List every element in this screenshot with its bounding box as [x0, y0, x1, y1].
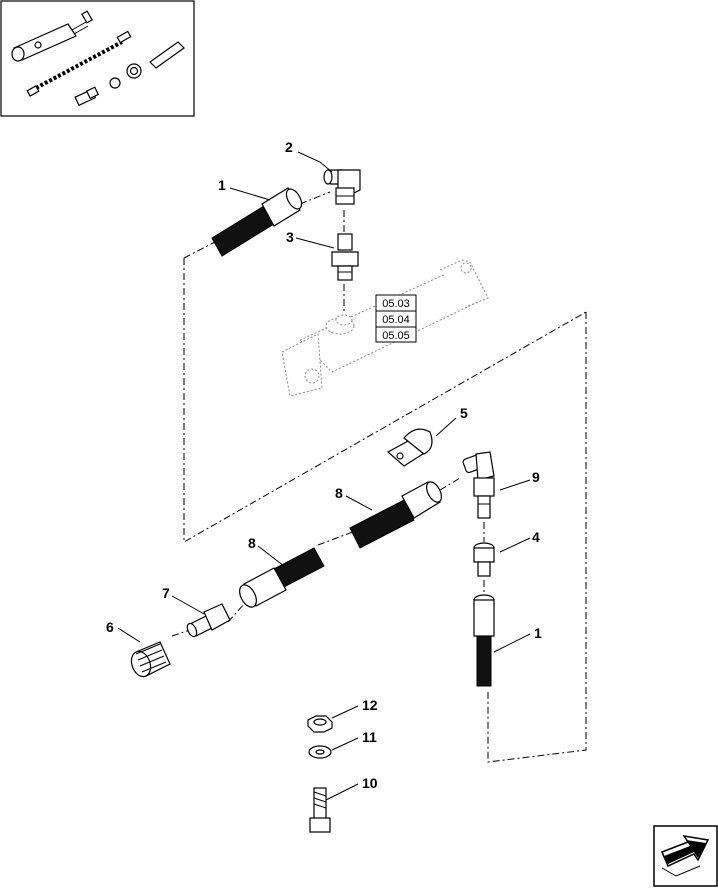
callout-10[interactable]: 10 — [362, 775, 378, 791]
part-3-adapter — [331, 233, 359, 281]
callout-1[interactable]: 1 — [534, 625, 542, 641]
callout-8[interactable]: 8 — [335, 485, 343, 501]
thumb-hose — [26, 30, 132, 97]
part-12-nut — [307, 715, 333, 733]
callout-12[interactable]: 12 — [362, 697, 378, 713]
part-8-hose-lower — [239, 547, 325, 608]
part-1-upper-hose — [211, 187, 303, 257]
leader-lines — [117, 151, 531, 801]
callout-11[interactable]: 11 — [362, 729, 377, 745]
callout-6[interactable]: 6 — [106, 619, 114, 635]
next-page-arrow-icon[interactable] — [653, 825, 718, 887]
part-4-adapter — [473, 542, 495, 577]
part-7-nipple — [186, 603, 231, 638]
callout-3[interactable]: 3 — [286, 229, 294, 245]
callout-9[interactable]: 9 — [532, 469, 540, 485]
callout-4[interactable]: 4 — [532, 529, 540, 545]
part-9-elbow — [462, 451, 495, 519]
part-8-hose-upper — [349, 481, 442, 549]
thumb-cylinder — [11, 10, 93, 62]
part-5-clamp — [386, 428, 433, 467]
callout-1[interactable]: 1 — [218, 177, 226, 193]
reference-label[interactable]: 05.03 — [382, 298, 410, 310]
callout-7[interactable]: 7 — [162, 585, 170, 601]
part-6-coupler — [130, 641, 171, 678]
part-11-washer — [308, 745, 332, 759]
callout-8[interactable]: 8 — [248, 535, 256, 551]
thumb-fittings — [74, 63, 142, 107]
reference-label[interactable]: 05.04 — [382, 314, 410, 326]
callout-2[interactable]: 2 — [285, 139, 293, 155]
overview-thumbnail — [0, 0, 195, 117]
part-10-bolt — [309, 787, 331, 833]
part-2-elbow — [323, 169, 361, 205]
reference-boxes: 05.03 05.04 05.05 — [375, 294, 417, 343]
callouts: 1 2 3 5 8 9 4 8 7 6 1 12 11 10 — [106, 139, 542, 791]
callout-5[interactable]: 5 — [460, 405, 468, 421]
part-1-lower-hose — [473, 594, 495, 687]
reference-label[interactable]: 05.05 — [382, 330, 410, 342]
connection-lines — [171, 191, 587, 763]
